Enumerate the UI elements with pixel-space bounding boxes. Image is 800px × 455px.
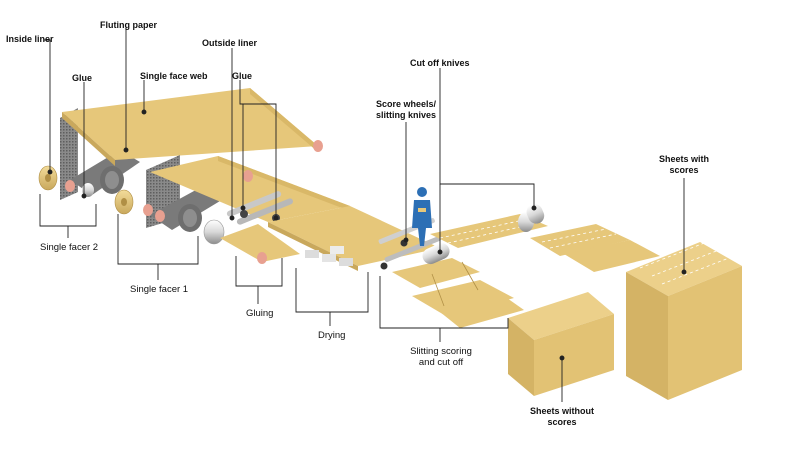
drying-plates (305, 246, 353, 266)
label-score-wheels-line2: slitting knives (375, 110, 437, 120)
lower-accent-roll (257, 252, 267, 264)
label-score-wheels-line1: Score wheels/ (375, 99, 437, 109)
upper-sheet-b (564, 240, 660, 272)
outside-liner-roll (203, 219, 225, 245)
label-fluting-paper: Fluting paper (100, 20, 157, 30)
single-facer-2 (38, 108, 140, 200)
label-sheets-without-scores-line2: scores (547, 417, 577, 427)
middle-accent-roll (243, 170, 253, 182)
label-drying: Drying (318, 330, 346, 341)
worker-figure (412, 187, 432, 246)
glue-roller-a (240, 210, 248, 218)
label-sheets-with-scores-line1: Sheets with (658, 154, 709, 164)
label-glue-right: Glue (232, 71, 253, 81)
label-gluing: Gluing (246, 308, 274, 319)
callout-lines (39, 28, 687, 402)
glue-roll-2 (82, 183, 94, 197)
label-single-face-web: Single face web (140, 71, 208, 81)
lower-sheet-b (440, 296, 524, 328)
upper-sheet-a (530, 224, 630, 256)
stack-without-scores (508, 292, 614, 396)
drying-board (268, 206, 440, 266)
label-slitting: Slitting scoring and cut off (396, 346, 486, 368)
outside-liner-sheet (220, 224, 300, 262)
label-outside-liner: Outside liner (202, 38, 258, 48)
mesh-panel-2 (60, 108, 78, 200)
label-sheets-with-scores: Sheets with scores (640, 154, 728, 176)
label-sheets-with-scores-line2: scores (669, 165, 699, 175)
label-slitting-line2: and cut off (418, 357, 464, 368)
label-sheets-without-scores-line1: Sheets without (529, 406, 594, 416)
label-sheets-without-scores: Sheets without scores (516, 406, 608, 428)
label-single-facer-1: Single facer 1 (130, 284, 189, 295)
upper-cut-off-knife (518, 204, 545, 232)
web-accent-roll (313, 140, 323, 152)
label-glue-left: Glue (72, 73, 93, 83)
label-inside-liner: Inside liner (6, 34, 54, 44)
middle-web (150, 156, 350, 222)
label-single-facer-2: Single facer 2 (40, 242, 99, 253)
gluing-unit (203, 191, 293, 245)
lower-cut-off-knife (422, 243, 450, 265)
accent-roll-2a (65, 180, 75, 192)
label-slitting-line1: Slitting scoring (410, 346, 472, 357)
lower-sheet-a (412, 280, 514, 316)
accent-roll-1b (155, 210, 165, 222)
lower-output-strip (392, 258, 480, 288)
label-score-wheels: Score wheels/ slitting knives (362, 99, 450, 121)
accent-roll-1a (143, 204, 153, 216)
label-cut-off-knives: Cut off knives (410, 58, 470, 68)
